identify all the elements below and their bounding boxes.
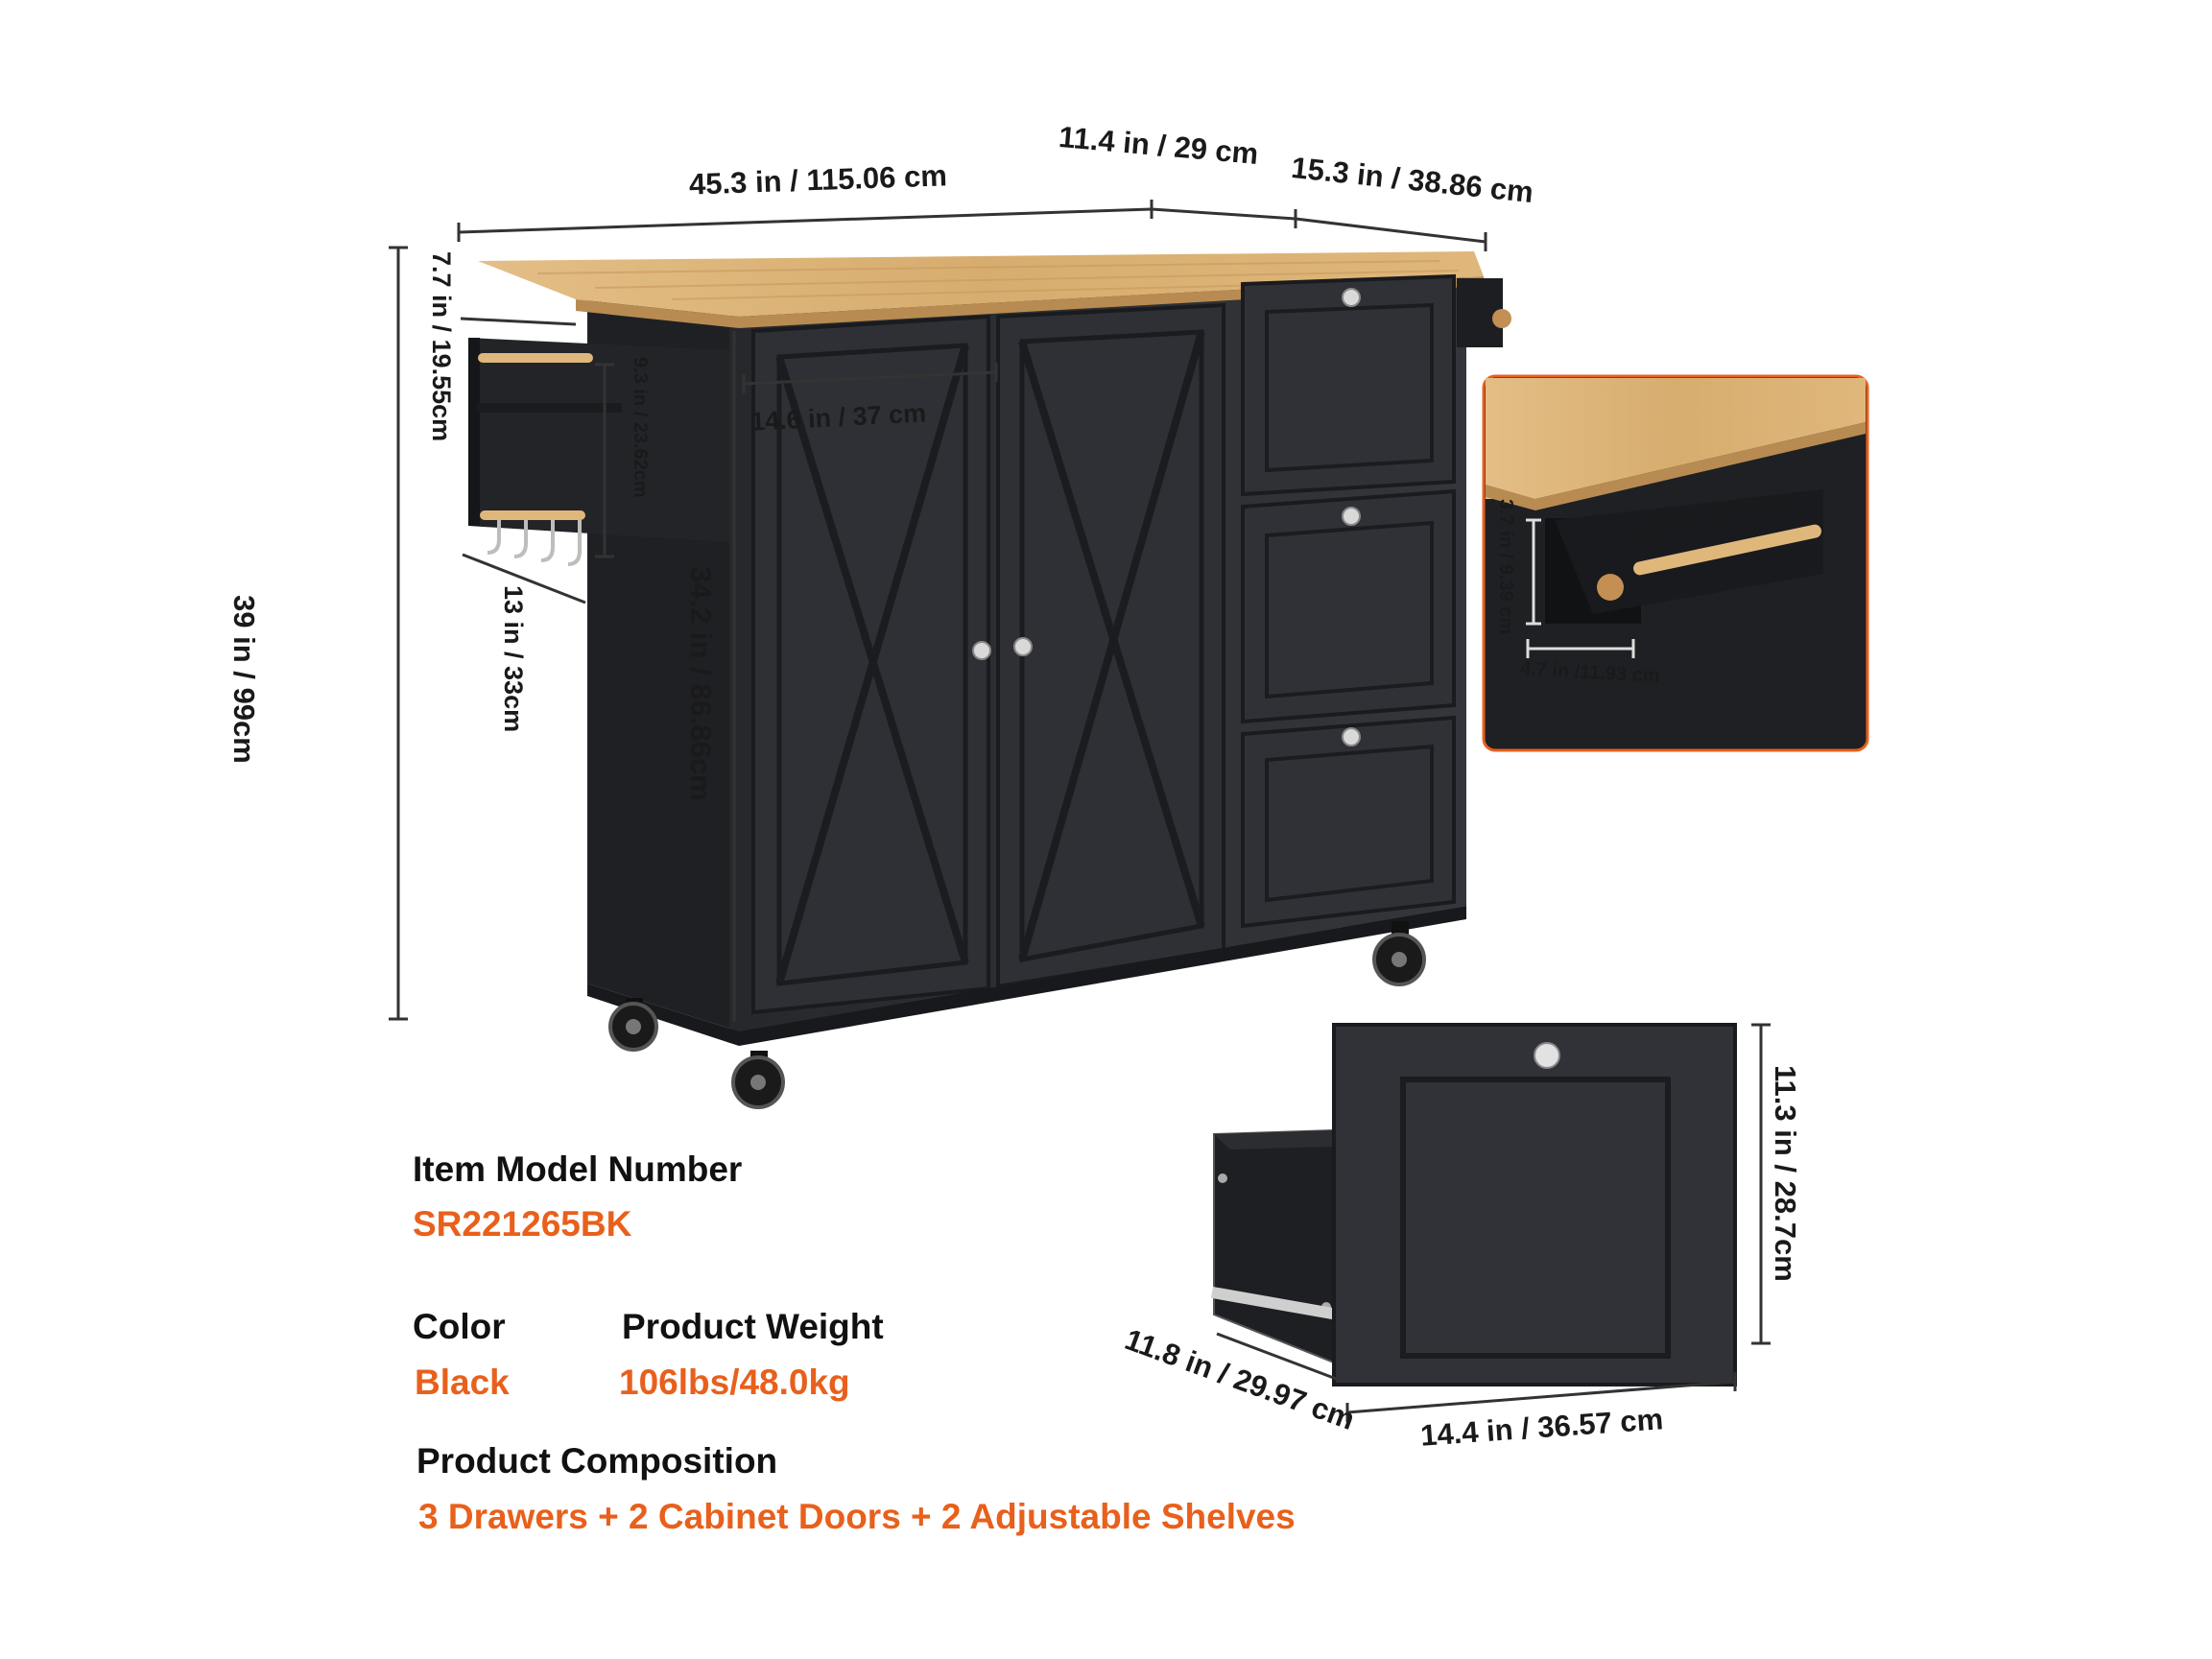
dim-cabinet-height: 34.2 in / 86.86cm bbox=[684, 566, 718, 801]
model-number-value: SR221265BK bbox=[413, 1204, 632, 1244]
color-label: Color bbox=[413, 1307, 506, 1346]
dim-towel-bar-height: 3.7 in / 9.39 cm bbox=[1495, 499, 1516, 635]
dim-total-height: 39 in / 99cm bbox=[227, 595, 261, 764]
dim-spice-rack-shelf: 9.3 in / 23.62cm bbox=[630, 357, 651, 498]
door-knob-right bbox=[1013, 637, 1033, 656]
kitchen-island bbox=[468, 251, 1511, 1109]
dimension-lines bbox=[389, 200, 1487, 1022]
weight-label: Product Weight bbox=[622, 1307, 884, 1346]
spice-rack bbox=[468, 338, 729, 566]
casters bbox=[608, 921, 1426, 1109]
dim-spice-rack-height: 7.7 in / 19.55cm bbox=[427, 251, 456, 442]
countertop bbox=[478, 251, 1484, 317]
drawer-stack bbox=[1241, 273, 1456, 929]
drawer-detail bbox=[1210, 1023, 1771, 1422]
dim-drawer-height: 11.3 in / 28.7cm bbox=[1769, 1065, 1802, 1282]
composition-label: Product Composition bbox=[416, 1441, 778, 1481]
weight-value: 106lbs/48.0kg bbox=[619, 1363, 850, 1402]
cabinet-door-left bbox=[751, 314, 990, 1015]
color-value: Black bbox=[415, 1363, 510, 1402]
model-number-label: Item Model Number bbox=[413, 1149, 743, 1189]
composition-value: 3 Drawers + 2 Cabinet Doors + 2 Adjustab… bbox=[418, 1497, 1296, 1536]
towel-bar-inset bbox=[1482, 374, 1869, 752]
dim-spice-rack-width: 13 in / 33cm bbox=[499, 585, 528, 733]
door-knob-left bbox=[972, 641, 991, 660]
side-towel-bar bbox=[1457, 278, 1511, 347]
